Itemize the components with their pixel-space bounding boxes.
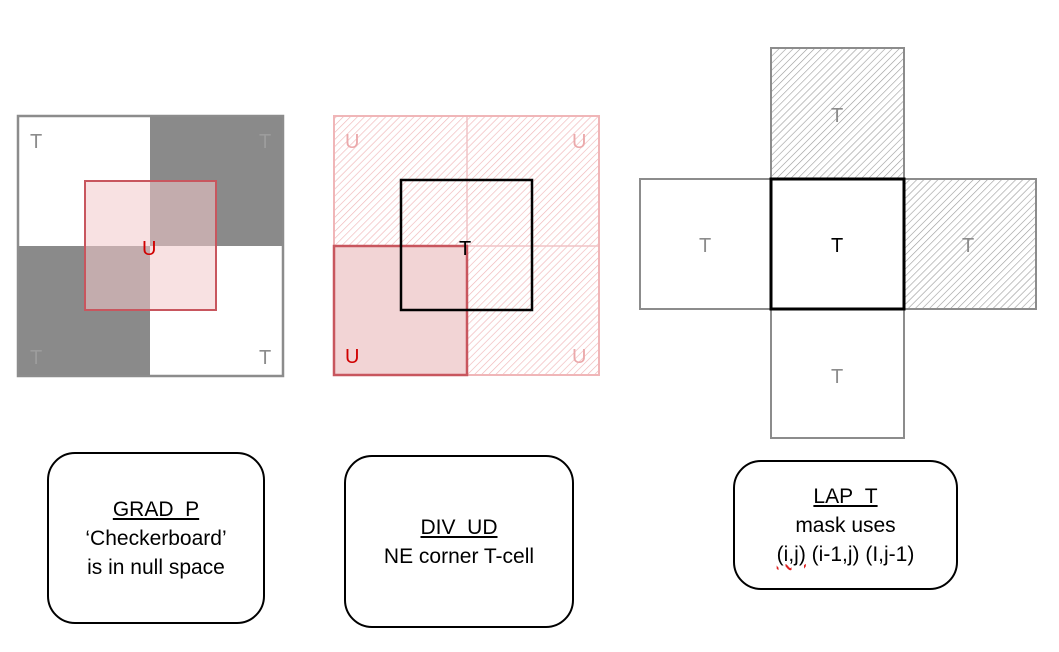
lap-t-title: LAP_T (813, 484, 878, 508)
label-t-nw: T (30, 131, 42, 153)
grad-p-line1: ‘Checkerboard’ (85, 526, 227, 550)
lap-t-index-ij: (i,j) (776, 542, 806, 566)
label-t-bottom: T (831, 366, 843, 388)
label-t-center: T (459, 238, 471, 260)
grad-p-outer-border (16, 114, 285, 378)
grad-p-caption: GRAD_P ‘Checkerboard’ is in null space (47, 452, 265, 624)
label-t-center: T (831, 235, 843, 257)
label-u-sw: U (345, 346, 359, 368)
grad-p-panel: T T T T U (16, 114, 285, 378)
lap-t-line2: (i,j) (i-1,j) (I,j-1) (777, 540, 915, 569)
cell-right-hatched (903, 178, 1037, 310)
cell-top-hatched (770, 47, 905, 180)
cell-bottom (770, 308, 905, 439)
cell-left (639, 178, 772, 310)
div-ud-caption: DIV_UD NE corner T-cell (344, 455, 574, 628)
lap-t-panel: T T T T T (639, 47, 1037, 439)
label-u-ne: U (572, 131, 586, 153)
div-ud-panel: U U U U T (332, 115, 600, 377)
lap-t-line1: mask uses (795, 513, 896, 537)
label-t-left: T (699, 235, 711, 257)
label-t-right: T (962, 235, 974, 257)
grad-p-line2: is in null space (87, 555, 225, 579)
div-ud-line1: NE corner T-cell (383, 544, 535, 568)
div-ud-title: DIV_UD (420, 515, 498, 539)
cell-center (769, 177, 906, 311)
label-u-nw: U (345, 131, 359, 153)
t-cell-box (399, 178, 534, 312)
grad-p-title: GRAD_P (112, 497, 200, 521)
label-t-ne: T (259, 131, 271, 153)
u-cell-overlay (84, 180, 217, 311)
label-t-se: T (259, 347, 271, 369)
lap-t-index-rest: (i-1,j) (I,j-1) (805, 542, 915, 566)
label-t-sw: T (30, 347, 42, 369)
label-u-center: U (142, 238, 156, 260)
label-t-top: T (831, 105, 843, 127)
lap-t-caption: LAP_T mask uses (i,j) (i-1,j) (I,j-1) (733, 460, 958, 590)
label-u-se: U (572, 346, 586, 368)
